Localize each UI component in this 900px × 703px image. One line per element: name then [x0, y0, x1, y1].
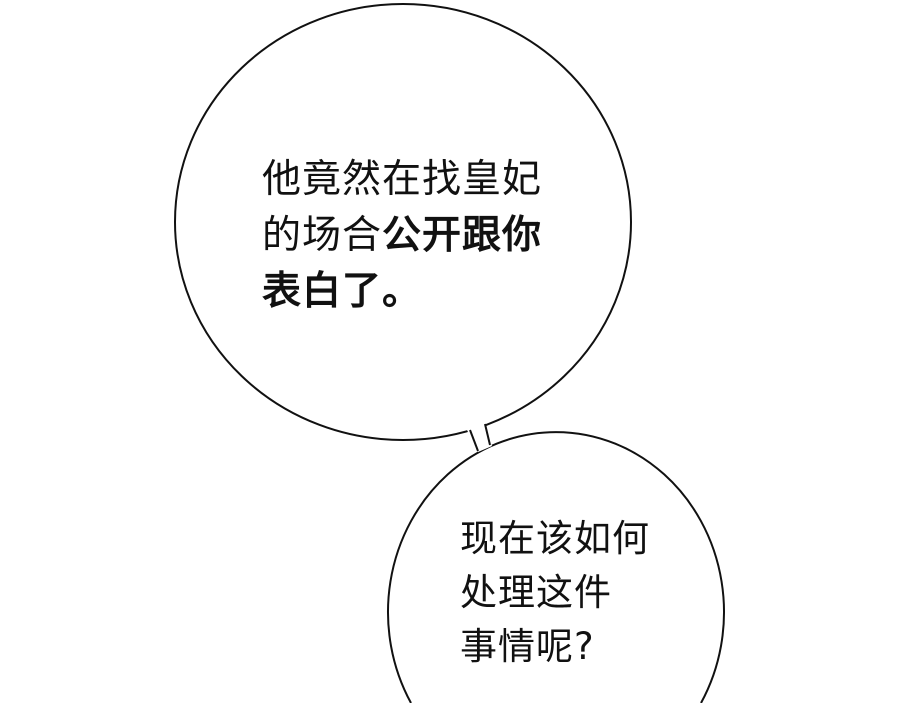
- text-normal: 的场合: [262, 213, 383, 258]
- connector-line-right: [484, 423, 491, 446]
- text-line: 事情呢?: [460, 625, 595, 668]
- speech-bubble-top: [174, 3, 632, 441]
- text-line: 现在该如何: [460, 517, 650, 560]
- speech-text-top: 他竟然在找皇妃 的场合公开跟你 表白了。: [262, 152, 542, 320]
- text-line: 他竟然在找皇妃: [262, 152, 542, 208]
- text-line: 表白了。: [262, 264, 542, 320]
- speech-text-bottom: 现在该如何 处理这件 事情呢?: [460, 512, 650, 674]
- text-line: 的场合公开跟你: [262, 208, 542, 264]
- speech-bubble-bottom: [387, 431, 725, 703]
- text-bold: 表白了。: [262, 269, 423, 314]
- connector-line-left: [469, 429, 479, 452]
- text-line: 处理这件: [460, 571, 612, 614]
- text-bold: 公开跟你: [382, 213, 543, 258]
- text-normal: 他竟然在找皇妃: [262, 157, 543, 202]
